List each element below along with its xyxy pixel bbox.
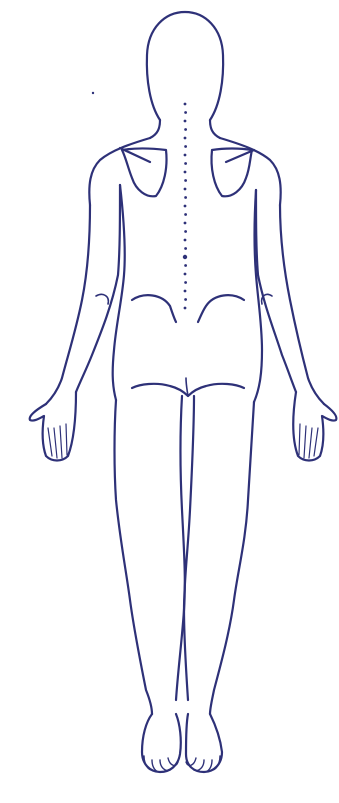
spine-dot — [184, 179, 187, 182]
spine-dot — [184, 205, 187, 208]
spine-dot — [184, 128, 187, 131]
spine-dot — [184, 213, 187, 216]
spine-dot — [184, 196, 187, 199]
spine-dot — [184, 307, 187, 310]
right-arm-outer-outline — [280, 205, 324, 404]
spine-dot — [184, 264, 187, 267]
right-hand-fingers — [299, 424, 318, 458]
spine-dot — [184, 154, 187, 157]
spine-dot — [184, 188, 187, 191]
gluteal-fold-right — [188, 384, 244, 396]
spine-dot — [184, 111, 187, 114]
left-scapula-outline — [122, 149, 167, 197]
torso-right-outline — [254, 190, 262, 402]
neck-left-outline — [150, 120, 160, 138]
spine-dot — [184, 281, 187, 284]
spine-dot — [184, 273, 187, 276]
left-toes — [144, 756, 178, 772]
spine-dot — [184, 120, 187, 123]
left-lower-back-curve — [132, 295, 176, 322]
left-elbow-mark — [96, 294, 108, 304]
spine-dot — [184, 103, 187, 106]
left-leg-inner-outline — [176, 396, 185, 700]
spine-dot — [184, 230, 187, 233]
spine-dot — [184, 162, 187, 165]
spine-dot — [184, 145, 187, 148]
right-lower-back-curve — [198, 295, 244, 322]
left-leg-outer-outline — [115, 400, 153, 714]
spine-dot — [184, 290, 187, 293]
gluteal-fold-left — [132, 384, 188, 396]
spine-dot — [184, 171, 187, 174]
left-foot-outline — [142, 714, 181, 772]
right-toes — [186, 756, 220, 772]
left-hand-outline — [30, 392, 76, 461]
stray-dot — [92, 92, 94, 94]
spine-dot — [184, 298, 187, 301]
right-scapula-outline — [211, 149, 252, 197]
spine-dot — [184, 239, 187, 242]
spine-dot — [184, 222, 187, 225]
neck-right-outline — [210, 120, 220, 138]
left-hand-fingers — [48, 424, 67, 458]
right-leg-inner-outline — [184, 396, 194, 700]
right-leg-outer-outline — [210, 402, 254, 714]
spine-dot — [184, 137, 187, 140]
spine-dot — [184, 247, 187, 250]
spine-dotted-line — [183, 103, 187, 310]
spine-dot — [183, 255, 187, 259]
